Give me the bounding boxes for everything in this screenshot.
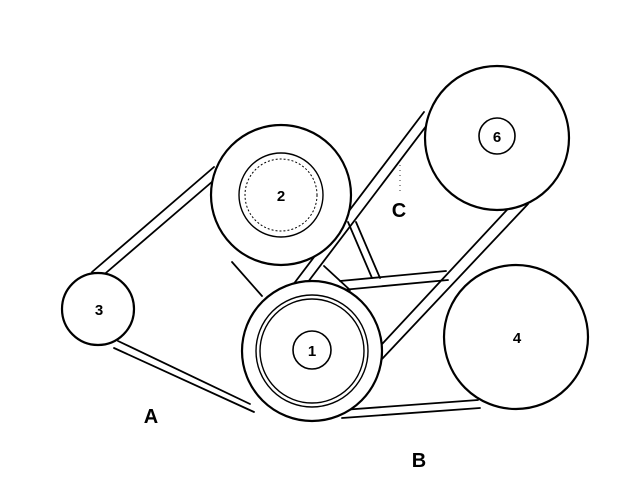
pulley-4-label: 4: [513, 330, 522, 347]
pulley-1: 1: [240, 279, 384, 423]
pulley-2: 2: [209, 123, 353, 267]
belt-b: [339, 270, 481, 419]
belt-c-label: C: [392, 200, 406, 222]
pulley-1-label: 1: [308, 343, 316, 360]
pulley-6: 6: [423, 64, 571, 212]
pulley-2-label: 2: [277, 188, 285, 205]
belt-b-label: B: [412, 450, 426, 472]
pulley-6-label: 6: [493, 129, 501, 146]
belt-a-label: A: [144, 406, 158, 428]
pulley-3: 3: [60, 271, 136, 347]
pulley-3-label: 3: [95, 302, 103, 319]
belt-c: [282, 111, 529, 377]
pulley-4: 4: [442, 263, 590, 411]
belt-a: [91, 166, 351, 413]
